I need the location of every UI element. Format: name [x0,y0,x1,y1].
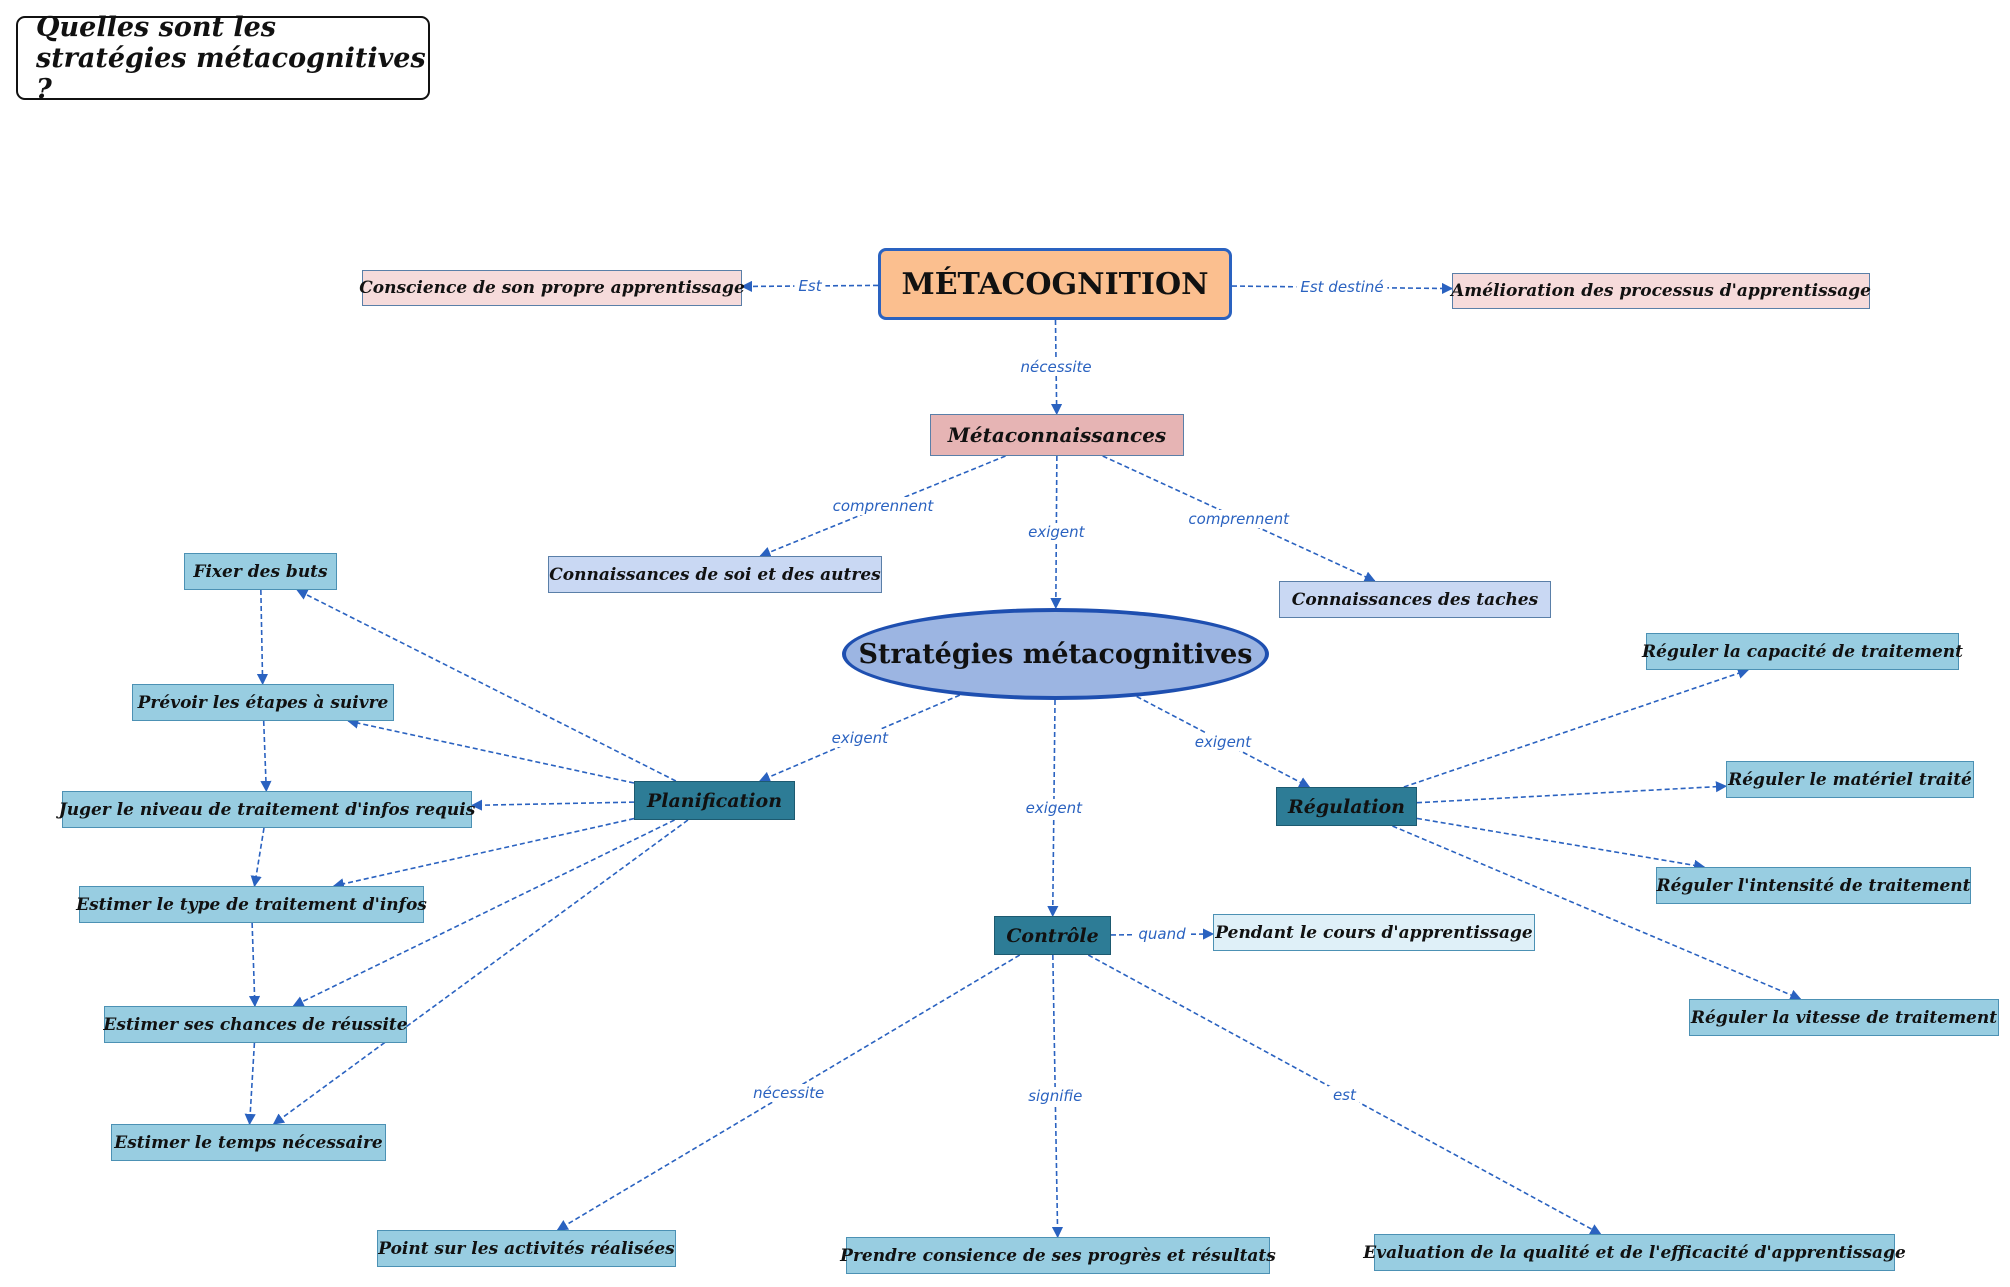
edge-controle-to-prendre_conscience [1051,954,1064,1239]
edge-label: quand [1134,925,1190,944]
node-conscience[interactable]: Conscience de son propre apprentissage [359,270,745,306]
edge-label: nécessite [749,1083,829,1102]
edge-planification-to-juger_niveau [470,799,635,811]
node-pendant-cours[interactable]: Pendant le cours d'apprentissage [1213,914,1535,951]
edge-planification-to-estimer_type [332,817,635,890]
edge-regulation-to-reguler_materiel [1416,781,1728,804]
node-juger-niveau[interactable]: Juger le niveau de traitement d'infos re… [59,791,475,828]
node-reguler-intensite[interactable]: Réguler l'intensité de traitement [1656,867,1971,904]
node-strategies-metacognitives[interactable]: Stratégies métacognitives [842,608,1269,700]
node-reguler-materiel[interactable]: Réguler le matériel traité [1726,761,1974,798]
edge-juger_niveau-to-estimer_type [250,827,265,888]
edge-planification-to-estimer_temps [272,819,689,1125]
edge-label: exigent [1021,798,1087,817]
node-estimer-chances[interactable]: Estimer ses chances de réussite [103,1006,408,1043]
edge-planification-to-estimer_chances [292,819,675,1007]
node-prendre-conscience[interactable]: Prendre consience de ses progrès et résu… [840,1237,1276,1274]
node-estimer-temps[interactable]: Estimer le temps nécessaire [111,1124,386,1161]
edge-label: Est destiné [1296,278,1388,297]
edge-estimer_type-to-estimer_chances [248,922,261,1008]
edge-label: exigent [827,729,893,748]
node-amelioration[interactable]: Amélioration des processus d'apprentissa… [1451,273,1871,309]
node-controle[interactable]: Contrôle [994,916,1111,955]
page-title: Quelles sont les stratégies métacognitiv… [16,12,430,105]
edge-regulation-to-reguler_capacite [1403,667,1750,788]
node-reguler-vitesse[interactable]: Réguler la vitesse de traitement [1689,999,1999,1036]
edge-metacognition-to-amelioration [1231,282,1454,295]
node-prevoir-etapes[interactable]: Prévoir les étapes à suivre [132,684,394,721]
node-estimer-type[interactable]: Estimer le type de traitement d'infos [76,886,427,923]
edge-regulation-to-reguler_vitesse [1392,825,1802,1001]
node-connaissances-taches[interactable]: Connaissances des taches [1279,581,1551,618]
edge-fixer_buts-to-prevoir_etapes [256,589,269,686]
node-evaluation[interactable]: Evaluation de la qualité et de l'efficac… [1363,1234,1906,1271]
edge-label: comprennent [1184,509,1294,528]
node-metacognition[interactable]: MÉTACOGNITION [878,248,1232,320]
node-reguler-capacite[interactable]: Réguler la capacité de traitement [1642,633,1963,670]
node-point-activites[interactable]: Point sur les activités réalisées [377,1230,676,1267]
edge-label: nécessite [1016,358,1096,376]
edge-regulation-to-reguler_intensite [1416,817,1706,871]
edge-label: signifie [1024,1087,1087,1105]
node-regulation[interactable]: Régulation [1276,787,1417,826]
edge-label: est [1328,1085,1360,1104]
edge-planification-to-fixer_buts [296,589,677,782]
edge-planification-to-prevoir_etapes [347,717,635,784]
edge-label: comprennent [828,497,938,515]
edge-label: Est [794,276,826,295]
edge-metaconnaissances-to-connaissances_taches [1102,455,1376,582]
node-planification[interactable]: Planification [634,781,795,820]
edge-prevoir_etapes-to-juger_niveau [260,720,272,793]
node-fixer-buts[interactable]: Fixer des buts [184,553,337,590]
edge-label: exigent [1024,523,1089,541]
edge-estimer_chances-to-estimer_temps [244,1042,256,1126]
node-metaconnaissances[interactable]: Métaconnaissances [930,414,1184,456]
edge-label: exigent [1190,732,1256,751]
node-connaissances-soi[interactable]: Connaissances de soi et des autres [548,556,882,593]
